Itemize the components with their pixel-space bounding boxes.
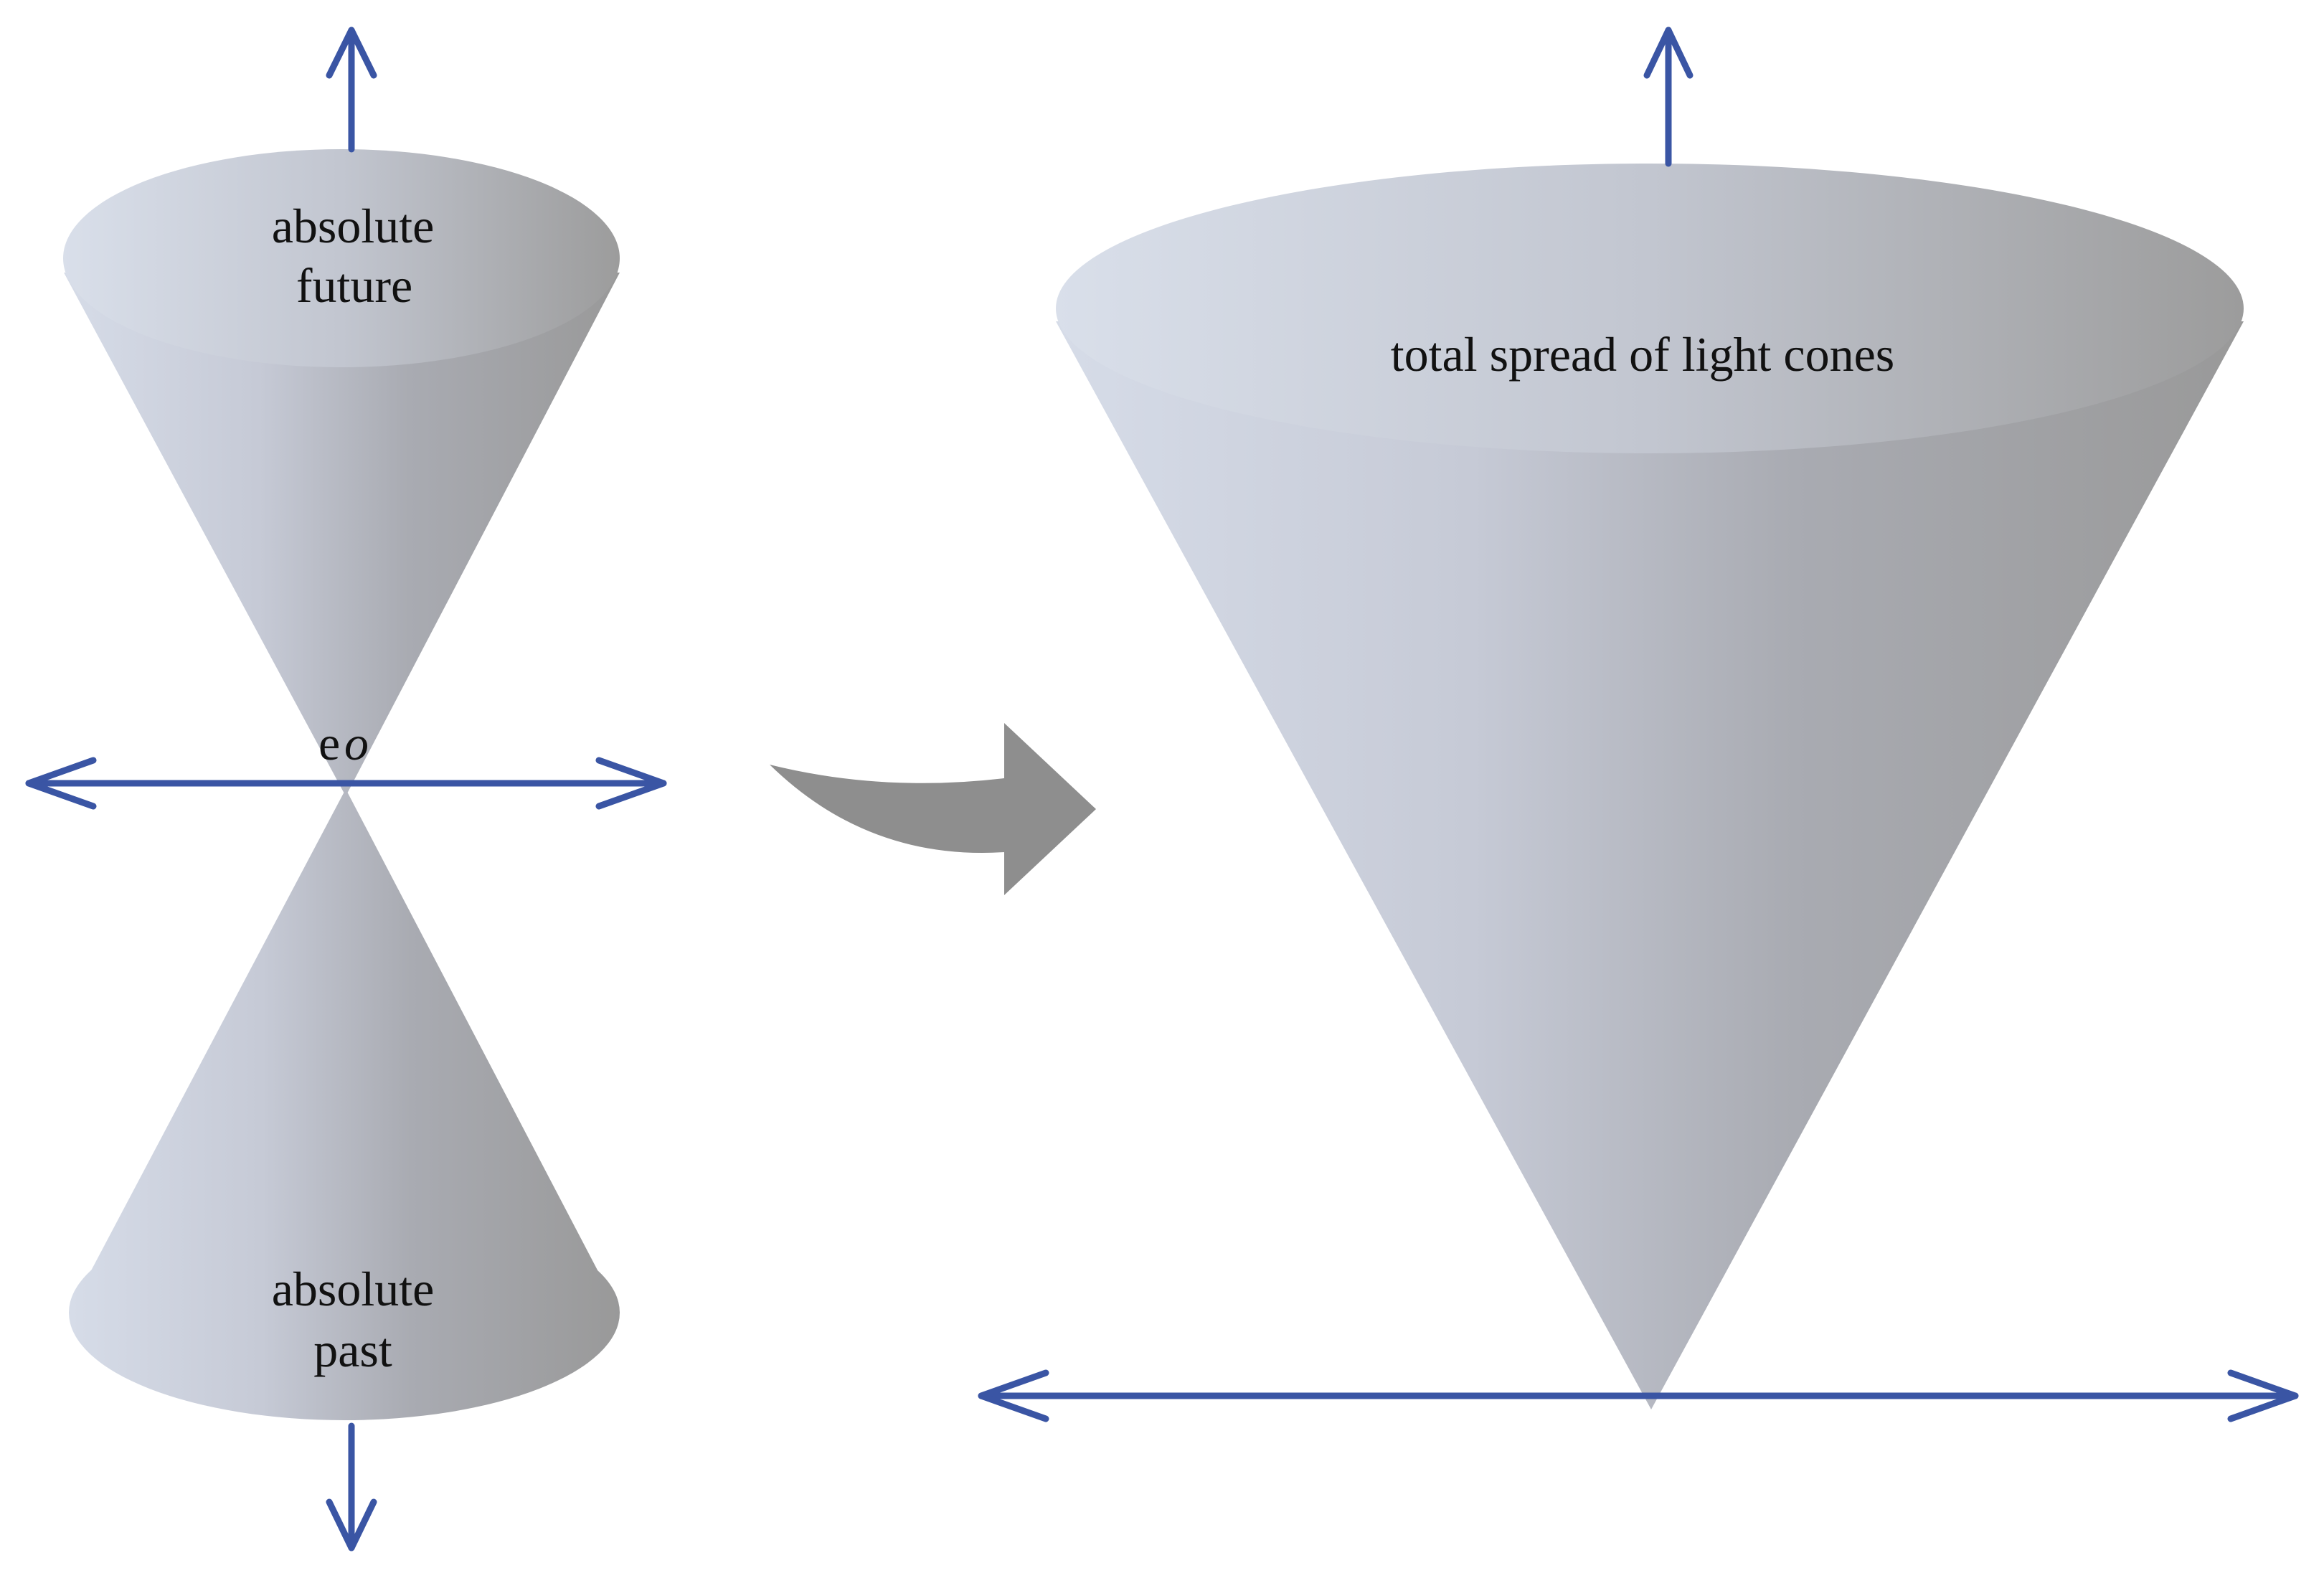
future-cone	[64, 273, 620, 796]
right-arrow-right-icon	[2227, 1369, 2299, 1422]
right-light-cone	[1056, 164, 2244, 1409]
left-axes	[25, 27, 667, 1551]
arrow-up-icon	[326, 27, 377, 79]
event-label-e: e	[318, 716, 340, 770]
left-light-cone	[63, 149, 620, 1420]
event-label-o: o	[344, 716, 369, 770]
total-spread-label: total spread of light cones	[1391, 327, 1894, 382]
right-arrow-up-icon	[1643, 27, 1694, 79]
transition-arrow-icon	[770, 723, 1096, 895]
total-spread-cone-top	[1056, 164, 2244, 453]
absolute-past-label-line2: past	[313, 1323, 392, 1377]
absolute-past-label-line1: absolute	[272, 1262, 435, 1316]
absolute-future-label-line2: future	[296, 258, 412, 313]
past-cone-bottom	[69, 1205, 620, 1420]
past-cone	[69, 789, 620, 1313]
arrow-right-icon	[595, 757, 667, 810]
arrow-down-icon	[326, 1498, 377, 1551]
right-axes	[978, 27, 2299, 1422]
future-cone-top	[63, 149, 620, 367]
right-arrow-left-icon	[978, 1369, 1049, 1422]
absolute-future-label-line1: absolute	[272, 199, 435, 253]
total-spread-cone	[1056, 321, 2244, 1409]
arrow-left-icon	[25, 757, 97, 810]
